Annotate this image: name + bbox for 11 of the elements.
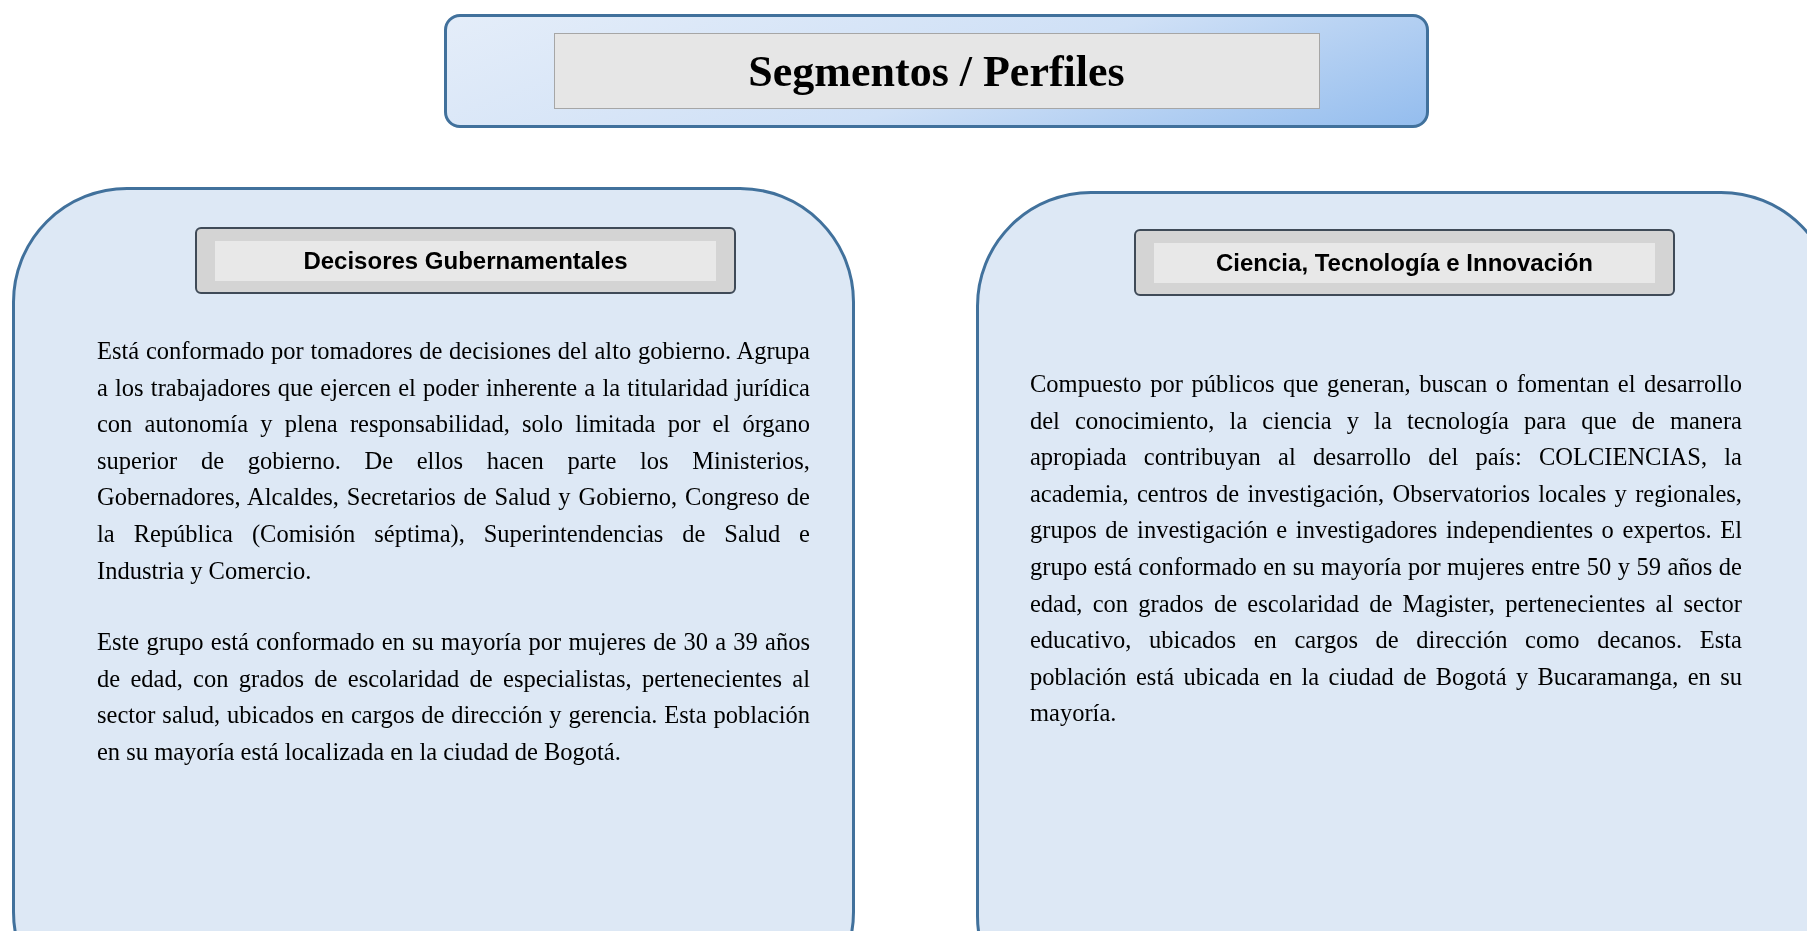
description-text: Compuesto por públicos que generan, buscan o fomentan el desarrollo del conocimiento, la ciencia y la tecnología para que de manera apropiada contribuyan al desarrollo del país: COLCIENCIAS, la academia, centros de investigación, Observatorios locales y regionales, grupos de investigación e investigadores independientes o expertos. El grupo está conformado en su mayoría por mujeres entre 50 y 59 años de edad, con grados de escolaridad de Magister, pertenecientes al sector educativo, ubicados en cargos de dirección como decanos. Esta población está ubicada en la ciudad de Bogotá y Bucaramanga, en su mayoría.	[1030, 369, 1742, 729]
description-text: Este grupo está conformado en su mayoría por mujeres de 30 a 39 años de edad, con grados de escolaridad de especialistas, pertenecientes al sector salud, ubicados en cargos de dirección y gerencia. Esta población en su mayoría está localizada en la ciudad de Bogotá.	[97, 627, 810, 767]
segment-panel	[12, 187, 855, 931]
section-header	[195, 227, 736, 294]
title-banner	[444, 14, 1429, 128]
header-text: Ciencia, Tecnología e Innovación	[1216, 248, 1593, 277]
header-text: Decisores Gubernamentales	[303, 246, 628, 275]
segment-panel	[976, 191, 1807, 931]
title-text: Segmentos / Perfiles	[748, 45, 1125, 97]
description-text: Está conformado por tomadores de decisiones del alto gobierno. Agrupa a los trabajadores que ejercen el poder inherente a la titularidad jurídica con autonomía y plena responsabilidad, solo limitada por el órgano superior de gobierno. De ellos hacen parte los Ministerios, Gobernadores, Alcaldes, Secretarios de Salud y Gobierno, Congreso de la República (Comisión séptima), Superintendencias de Salud e Industria y Comercio.	[97, 336, 810, 586]
section-header	[1134, 229, 1675, 296]
